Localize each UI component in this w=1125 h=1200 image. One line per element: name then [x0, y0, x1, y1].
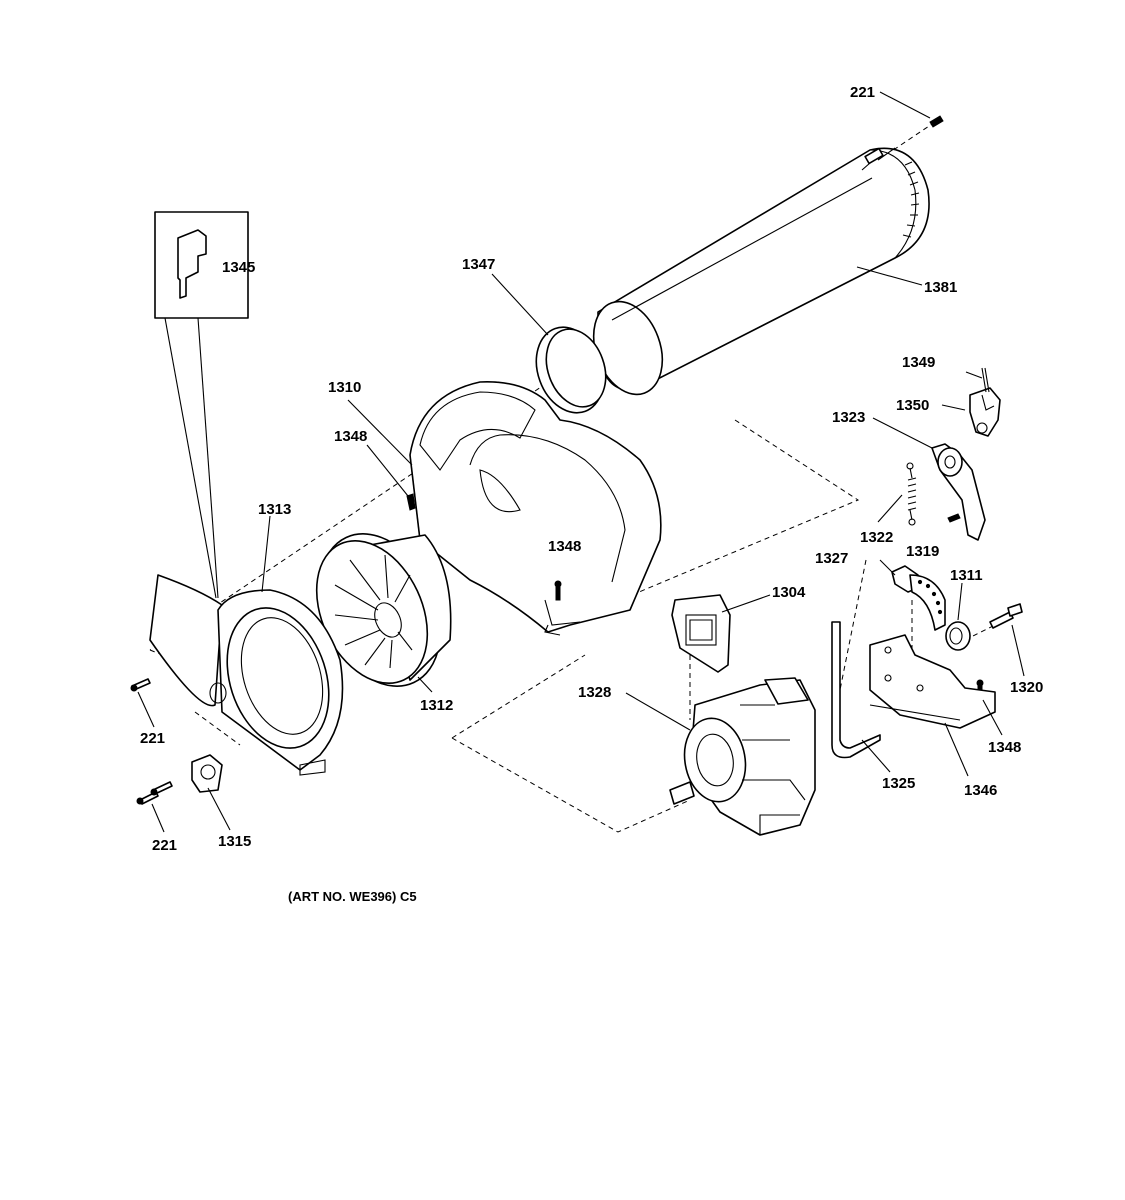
switch-1350: [969, 387, 1001, 437]
label-1350: 1350: [896, 397, 929, 414]
label-1347: 1347: [462, 256, 495, 273]
label-1323: 1323: [832, 409, 865, 426]
clip-inset-1345: [154, 211, 249, 599]
label-1315: 1315: [218, 833, 251, 850]
label-1328: 1328: [578, 684, 611, 701]
drive-motor-1328: [669, 677, 816, 836]
idler-bracket-1346: [869, 634, 996, 729]
duct-tube-1381: [592, 147, 930, 396]
label-1322: 1322: [860, 529, 893, 546]
label-1348-bracket: 1348: [988, 739, 1021, 756]
spring-1322: [906, 462, 917, 526]
screw-1348-housing: [554, 580, 562, 601]
art-number-caption: (ART NO. WE396) C5: [288, 889, 417, 904]
clamp-ring-1347: [535, 326, 607, 414]
label-1381: 1381: [924, 279, 957, 296]
blower-wheel-1312: [315, 533, 452, 687]
screw-1319: [947, 513, 961, 523]
label-221-top: 221: [850, 84, 875, 101]
idler-pulley-1311: [945, 621, 971, 651]
motor-bracket-1304: [671, 594, 731, 673]
label-1348-upper: 1348: [334, 428, 367, 445]
blower-housing-1310: [409, 381, 662, 636]
screw-1348-upper: [406, 493, 416, 511]
screw-221-bottom: [136, 781, 173, 805]
label-1346: 1346: [964, 782, 997, 799]
idler-arm-1327: [891, 565, 946, 631]
label-1325: 1325: [882, 775, 915, 792]
part-labels: 221 1381 1347 1345 1310 1348 1348 1313 1…: [140, 84, 1043, 854]
label-221-bottom: 221: [152, 837, 177, 854]
idler-shaft-1320: [989, 603, 1023, 629]
screw-221-left: [130, 678, 151, 692]
label-1310: 1310: [328, 379, 361, 396]
label-1327: 1327: [815, 550, 848, 567]
label-1345: 1345: [222, 259, 255, 276]
label-1319: 1319: [906, 543, 939, 560]
label-221-left: 221: [140, 730, 165, 747]
leader-lines: [137, 91, 1025, 833]
screw-221-top: [929, 115, 944, 128]
switch-bracket-1323: [931, 443, 986, 541]
label-1304: 1304: [772, 584, 806, 601]
label-1349: 1349: [902, 354, 935, 371]
fan-shroud-1313: [149, 574, 344, 776]
label-1320: 1320: [1010, 679, 1043, 696]
label-1312: 1312: [420, 697, 453, 714]
label-1313: 1313: [258, 501, 291, 518]
wire-terminal-1349: [981, 367, 990, 393]
label-1348-housing: 1348: [548, 538, 581, 555]
drive-belt-1325: [831, 621, 881, 759]
thermal-switch-1315: [191, 754, 223, 793]
label-1311: 1311: [950, 567, 983, 584]
